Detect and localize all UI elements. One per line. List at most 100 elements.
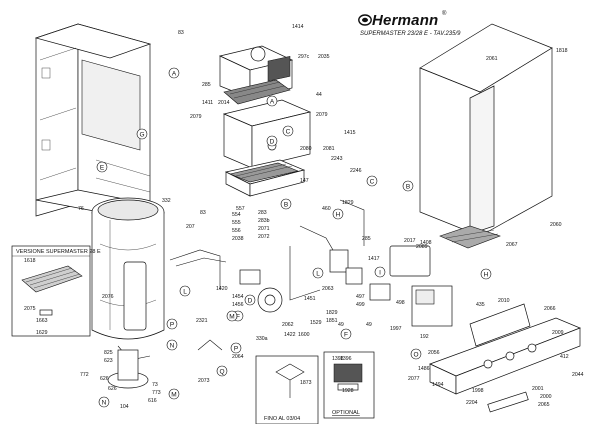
callout-circle-b (402, 180, 414, 192)
brand-logo-icon (358, 14, 372, 26)
part-number-label: 1529 (310, 320, 322, 326)
part-number-label: 147 (300, 178, 309, 184)
part-number-label: 557 (236, 206, 245, 212)
callout-letter: N (170, 342, 175, 349)
callout-letter: F (236, 313, 240, 320)
callout-letter: D (270, 138, 275, 145)
part-number-label: 285 (362, 236, 371, 242)
part-number-label: 2017 (404, 238, 416, 244)
part-number-label: 2065 (538, 402, 550, 408)
callout-circle-i (374, 266, 386, 278)
part-number-label: 1415 (344, 130, 356, 136)
control-panel (429, 303, 581, 413)
part-number-label: 2044 (572, 372, 584, 378)
callout-circle-l (312, 267, 324, 279)
part-number-label: 2246 (350, 168, 362, 174)
callout-letter: D (248, 297, 253, 304)
callout-circle-d (244, 294, 256, 306)
part-number-label: 83 (200, 210, 206, 216)
expansion-vessel (91, 197, 165, 340)
part-number-label: 1454 (232, 294, 244, 300)
part-number-label: 2204 (466, 400, 478, 406)
part-number-label: 2073 (198, 378, 210, 384)
callout-letter: Q (219, 368, 224, 375)
part-number-label: 2060 (550, 222, 562, 228)
part-number-label: 2071 (258, 226, 270, 232)
part-number-label: 2035 (318, 54, 330, 60)
callout-letter: H (336, 211, 341, 218)
part-number-label: 2062 (282, 322, 294, 328)
callout-letter: O (413, 351, 418, 358)
heat-exchanger (222, 56, 312, 169)
part-number-label: 773 (152, 390, 161, 396)
callout-circle-m (226, 310, 238, 322)
part-number-label: 192 (420, 334, 429, 340)
part-number-label: 1618 (24, 258, 36, 264)
callout-letter: E (100, 164, 105, 171)
callout-circle-n (166, 339, 178, 351)
part-number-label: 207 (186, 224, 195, 230)
part-number-label: 1408 (420, 240, 432, 246)
part-number-label: 554 (232, 212, 241, 218)
part-number-label: 497 (356, 294, 365, 300)
part-number-label: 1829 (326, 310, 338, 316)
part-number-label: 2067 (506, 242, 518, 248)
part-number-label: 2063 (322, 286, 334, 292)
part-number-label: 330a (256, 336, 268, 342)
callout-letter: B (406, 183, 410, 190)
callout-letter: M (229, 313, 234, 320)
part-number-label: 623 (104, 358, 113, 364)
part-number-label: 2077 (408, 376, 420, 382)
part-number-label: 1600 (298, 332, 310, 338)
part-number-label: 1420 (216, 286, 228, 292)
burner (224, 159, 306, 197)
callout-circle-e (96, 161, 108, 173)
part-number-label: 412 (560, 354, 569, 360)
callout-circle-g (136, 128, 148, 140)
part-number-label: 626 (100, 376, 109, 382)
callout-circle-q (216, 365, 228, 377)
callout-circle-h (332, 208, 344, 220)
part-number-label: 1486 (418, 366, 430, 372)
part-number-label: 2072 (258, 234, 270, 240)
part-number-label: 1829 (342, 200, 354, 206)
callout-letter: B (284, 201, 288, 208)
inset-fino-al: FINO AL 03/04 (255, 355, 319, 424)
part-number-label: 2010 (498, 298, 510, 304)
part-number-label: 44 (316, 92, 322, 98)
part-number-label: 2321 (196, 318, 208, 324)
callout-circle-l (179, 285, 191, 297)
inset-optional-caption: OPTIONAL (332, 410, 360, 416)
part-number-label: 1818 (556, 48, 568, 54)
boiler-frame (34, 23, 152, 219)
callout-letter: N (102, 399, 107, 406)
part-number-label: 2080 (300, 146, 312, 152)
part-number-label: 2056 (428, 350, 440, 356)
model-table-caption: SUPERMASTER 23/28 E - TAV.235/9 (360, 31, 461, 37)
part-number-label: 2076 (102, 294, 114, 300)
callout-circle-c (282, 125, 294, 137)
part-number-label: 1422 (284, 332, 296, 338)
part-number-label: 2014 (218, 100, 230, 106)
part-number-label: 1417 (368, 256, 380, 262)
part-number-label: 1494 (432, 382, 444, 388)
inset-version-28e: VERSIONE SUPERMASTER 28 E (11, 245, 101, 337)
callout-circle-o (410, 348, 422, 360)
callout-letter: A (270, 98, 275, 105)
callout-circle-p (230, 342, 242, 354)
callout-circle-a (266, 95, 278, 107)
inset-fino-caption: FINO AL 03/04 (264, 416, 300, 422)
part-number-label: 460 (322, 206, 331, 212)
callout-circle-m (168, 388, 180, 400)
callout-circle-a (168, 67, 180, 79)
part-number-label: 772 (80, 372, 89, 378)
part-number-label: 1928 (342, 388, 354, 394)
part-number-label: 2075 (24, 306, 36, 312)
part-number-label: 1998 (472, 388, 484, 394)
callout-circle-n (98, 396, 110, 408)
part-number-label: 2079 (316, 112, 328, 118)
brand-name: Hermann (372, 12, 439, 29)
part-number-label: 1411 (202, 100, 213, 106)
